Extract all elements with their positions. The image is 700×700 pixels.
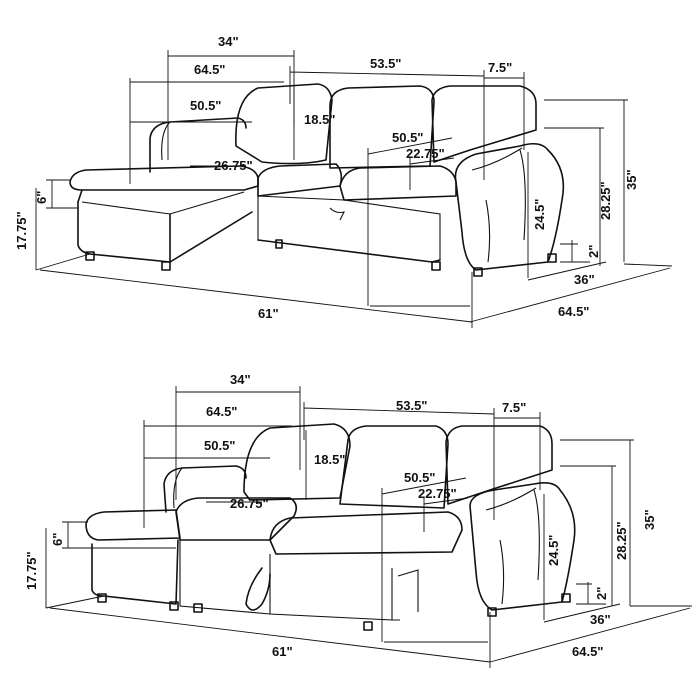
top-label-50-5-seat: 50.5" bbox=[392, 130, 423, 145]
bottom-label-22-75: 22.75" bbox=[418, 486, 457, 501]
bottom-back-cushions bbox=[243, 423, 553, 509]
bottom-label-26-75: 26.75" bbox=[230, 496, 269, 511]
bottom-dimension-lines bbox=[45, 386, 692, 668]
bottom-right-arm bbox=[469, 482, 576, 617]
bottom-label-18-5: 18.5" bbox=[314, 452, 345, 467]
top-label-7-5: 7.5" bbox=[488, 60, 512, 75]
bottom-dimension-labels: 34" 64.5" 53.5" 7.5" 50.5" 18.5" 50.5" 2… bbox=[24, 372, 657, 659]
top-label-18-5: 18.5" bbox=[304, 112, 335, 127]
bottom-label-7-5: 7.5" bbox=[502, 400, 526, 415]
top-label-26-75: 26.75" bbox=[214, 158, 253, 173]
top-dimension-labels: 34" 64.5" 53.5" 7.5" 50.5" 18.5" 50.5" 2… bbox=[14, 34, 639, 321]
bottom-label-34: 34" bbox=[230, 372, 251, 387]
top-label-2: 2" bbox=[586, 245, 601, 258]
bottom-chaise bbox=[85, 465, 247, 611]
top-label-34: 34" bbox=[218, 34, 239, 49]
bottom-label-24-5: 24.5" bbox=[546, 535, 561, 566]
bottom-label-53-5: 53.5" bbox=[396, 398, 427, 413]
bottom-label-50-5-seat: 50.5" bbox=[404, 470, 435, 485]
top-label-6: 6" bbox=[34, 191, 49, 204]
top-label-64-5-top: 64.5" bbox=[194, 62, 225, 77]
bottom-label-2: 2" bbox=[594, 587, 609, 600]
top-label-53-5: 53.5" bbox=[370, 56, 401, 71]
bottom-label-28-25: 28.25" bbox=[614, 521, 629, 560]
bottom-label-64-5-bottom: 64.5" bbox=[572, 644, 603, 659]
top-label-36: 36" bbox=[574, 272, 595, 287]
top-sofa-drawing bbox=[69, 83, 565, 277]
bottom-label-50-5-left: 50.5" bbox=[204, 438, 235, 453]
bottom-label-35: 35" bbox=[642, 509, 657, 530]
bottom-label-36: 36" bbox=[590, 612, 611, 627]
bottom-sofa-drawing bbox=[85, 423, 576, 631]
top-right-arm bbox=[454, 142, 565, 277]
bottom-label-61: 61" bbox=[272, 644, 293, 659]
top-dimension-lines bbox=[35, 50, 673, 328]
bottom-label-6: 6" bbox=[50, 533, 65, 546]
top-label-50-5-left: 50.5" bbox=[190, 98, 221, 113]
top-label-61: 61" bbox=[258, 306, 279, 321]
top-label-17-75: 17.75" bbox=[14, 211, 29, 250]
top-chaise bbox=[69, 117, 259, 271]
bottom-label-17-75: 17.75" bbox=[24, 551, 39, 590]
top-label-35: 35" bbox=[624, 169, 639, 190]
top-label-64-5-bottom: 64.5" bbox=[558, 304, 589, 319]
top-back-cushions bbox=[235, 83, 537, 169]
bottom-bed-extension bbox=[175, 497, 463, 631]
top-seat-cushions bbox=[257, 163, 457, 271]
bottom-label-64-5-top: 64.5" bbox=[206, 404, 237, 419]
top-label-28-25: 28.25" bbox=[598, 181, 613, 220]
top-label-22-75: 22.75" bbox=[406, 146, 445, 161]
top-label-24-5: 24.5" bbox=[532, 199, 547, 230]
